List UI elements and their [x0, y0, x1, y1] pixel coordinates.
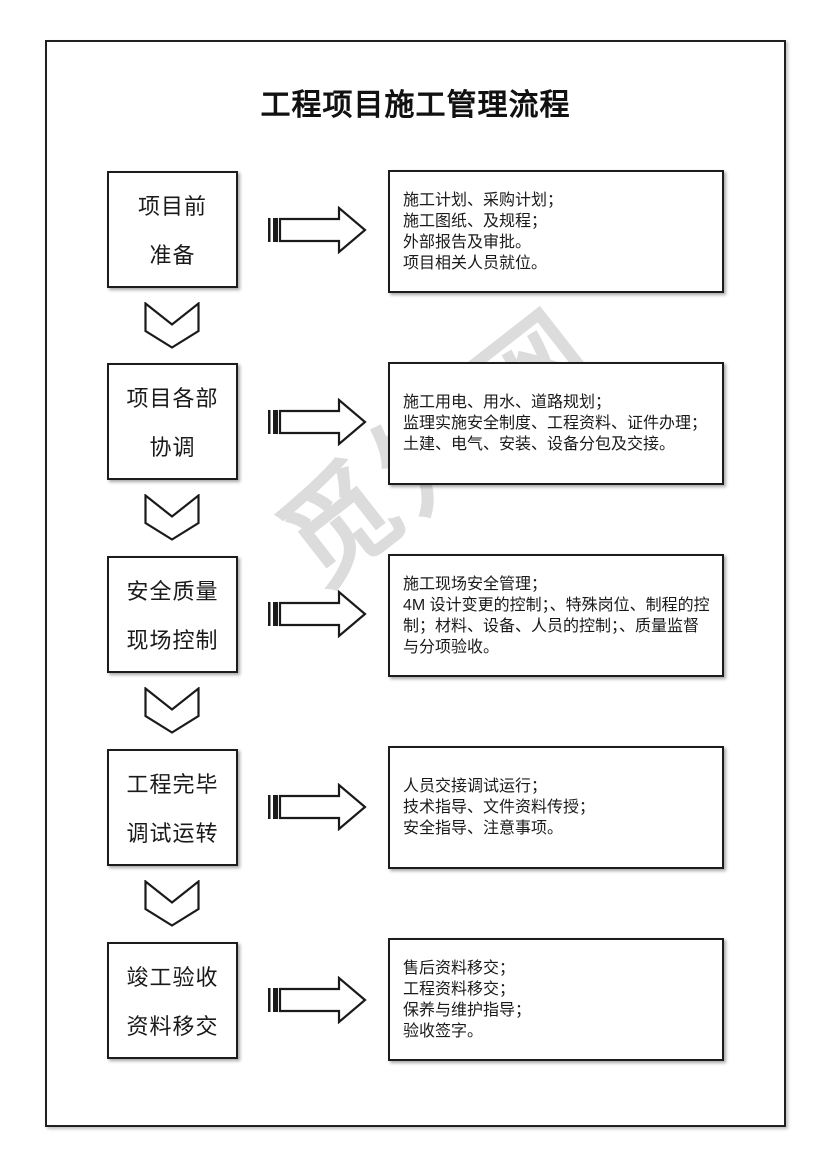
step-label-line: 项目前: [137, 194, 207, 220]
flow-step-box-4: 工程完毕 调试运转: [107, 749, 238, 866]
detail-line: 工程资料移交；: [403, 980, 516, 998]
detail-line: 安全指导、注意事项。: [403, 820, 564, 837]
flow-detail-box-2: 施工用电、用水、道路规划； 监理实施安全制度、工程资料、证件办理； 土建、电气、…: [388, 362, 724, 485]
flow-step-box-3: 安全质量 现场控制: [107, 556, 238, 673]
detail-line: 施工计划、采购计划；: [403, 191, 564, 209]
step-label-line: 调试运转: [126, 820, 219, 846]
detail-line: 验收签字。: [403, 1022, 484, 1040]
step-label-line: 现场控制: [126, 627, 219, 653]
step-label-line: 协调: [149, 434, 196, 460]
detail-line: 人员交接调试运行；: [403, 778, 548, 795]
detail-line: 项目相关人员就位。: [403, 254, 548, 272]
flow-detail-box-1: 施工计划、采购计划； 施工图纸、及规程； 外部报告及审批。 项目相关人员就位。: [388, 170, 724, 293]
chevron-down-icon: [144, 880, 200, 927]
step-label-line: 安全质量: [126, 579, 219, 605]
detail-line: 监理实施安全制度、工程资料、证件办理；: [403, 415, 708, 432]
detail-line: 保养与维护指导；: [403, 1001, 532, 1019]
chevron-down-icon: [144, 494, 200, 541]
right-arrow-icon: [268, 976, 368, 1024]
page-frame: [45, 40, 786, 1127]
detail-line: 售后资料移交；: [403, 959, 516, 977]
detail-line: 土建、电气、安装、设备分包及交接。: [403, 436, 676, 453]
flow-detail-box-3: 施工现场安全管理； 4M 设计变更的控制；、特殊岗位、制程的控 制；材料、设备、…: [388, 554, 724, 677]
detail-line: 施工用电、用水、道路规划；: [403, 394, 612, 411]
step-label-line: 项目各部: [126, 386, 219, 412]
detail-line: 施工图纸、及规程；: [403, 212, 548, 230]
detail-line: 外部报告及审批。: [403, 233, 532, 251]
chevron-down-icon: [144, 687, 200, 734]
step-label-line: 准备: [149, 242, 196, 268]
flow-step-box-5: 竣工验收 资料移交: [107, 942, 238, 1059]
right-arrow-icon: [268, 398, 368, 446]
step-label-line: 竣工验收: [126, 965, 219, 991]
right-arrow-icon: [268, 783, 368, 831]
step-label-line: 工程完毕: [126, 772, 219, 798]
detail-line: 施工现场安全管理；: [403, 575, 548, 593]
flow-step-box-1: 项目前 准备: [107, 171, 238, 288]
detail-line: 4M 设计变更的控制；、特殊岗位、制程的控: [403, 596, 710, 614]
detail-line: 技术指导、文件资料传授；: [403, 799, 596, 816]
step-label-line: 资料移交: [126, 1013, 219, 1039]
chevron-down-icon: [144, 302, 200, 349]
detail-line: 与分项验收。: [403, 638, 500, 656]
right-arrow-icon: [268, 206, 368, 254]
flow-step-box-2: 项目各部 协调: [107, 363, 238, 480]
flow-detail-box-4: 人员交接调试运行； 技术指导、文件资料传授； 安全指导、注意事项。: [388, 746, 724, 869]
right-arrow-icon: [268, 590, 368, 638]
flow-detail-box-5: 售后资料移交； 工程资料移交； 保养与维护指导； 验收签字。: [388, 938, 724, 1061]
detail-line: 制；材料、设备、人员的控制；、质量监督: [403, 617, 700, 635]
page-title: 工程项目施工管理流程: [260, 89, 571, 122]
